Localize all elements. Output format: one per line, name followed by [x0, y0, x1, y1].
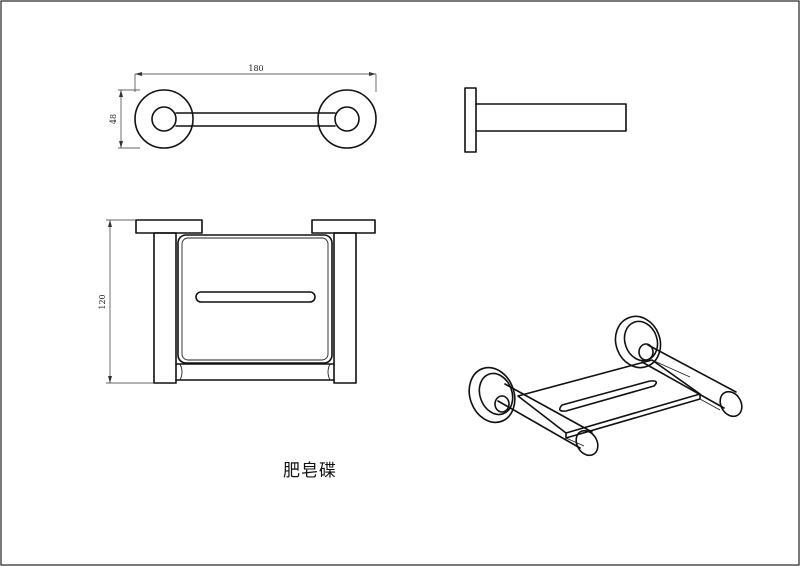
front-view: 120 [98, 219, 376, 384]
width-dimension-label: 180 [248, 64, 263, 73]
side-view [464, 87, 627, 153]
depth-dimension-label: 48 [109, 114, 118, 124]
isometric-view [468, 315, 743, 457]
drawing-caption: 肥皂碟 [283, 461, 337, 481]
height-dimension-label: 120 [98, 294, 107, 309]
top-view: 180 48 [109, 64, 377, 149]
